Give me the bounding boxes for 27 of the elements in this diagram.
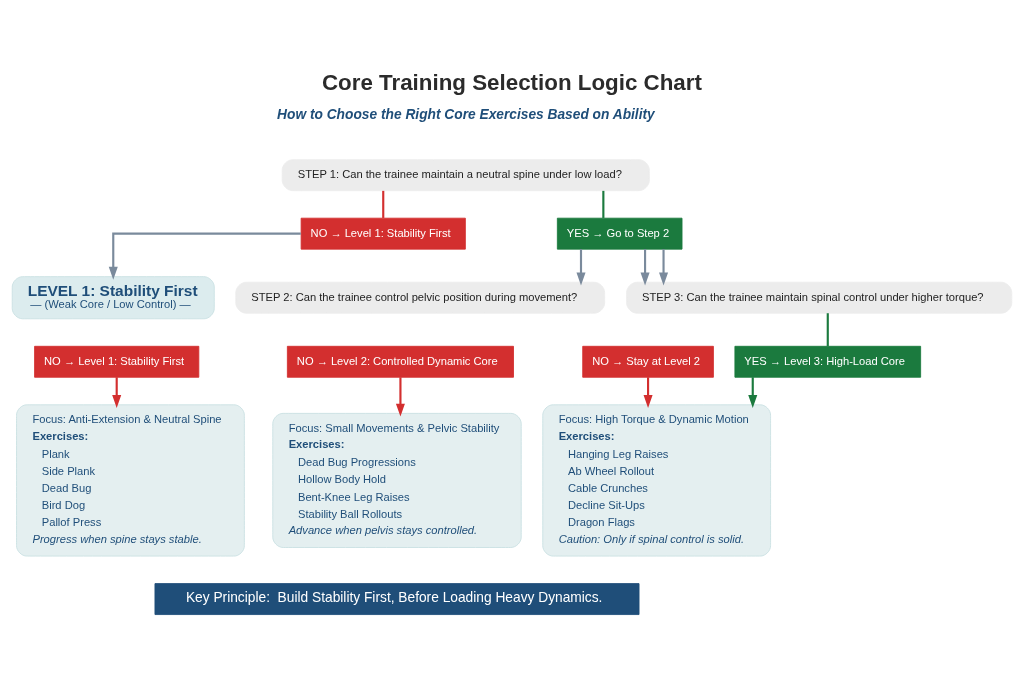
arrow (112, 376, 122, 408)
node-box: NO → Level 1: Stability First (34, 345, 200, 378)
connector (826, 312, 829, 346)
node-box: NO → Level 2: Controlled Dynamic Core (286, 345, 514, 378)
node-box: YES → Level 3: High-Load Core (734, 345, 922, 378)
arrow (395, 376, 405, 417)
node-box: NO → Stay at Level 2 (582, 345, 714, 378)
node-box: STEP 2: Can the trainee control pelvic position during movement? (235, 281, 606, 314)
node-box: Focus: High Torque & Dynamic Motion Exercises: Hanging Leg Raises Ab Wheel Rollout Cable Crunches Decline Sit-Ups Dragon Flags Caution: Only if spinal control is solid. (542, 403, 771, 556)
node-box: Focus: Anti-Extension & Neutral Spine Exercises: Plank Side Plank Dead Bug Bird Dog Pallof Press Progress when spine stays stable. (16, 403, 245, 556)
arrow (643, 376, 653, 408)
node-box: Focus: Small Movements & Pelvic Stability Exercises: Dead Bug Progressions Hollow Body Hold Bent-Knee Leg Raises Stability Ball Rollouts Advance when pelvis stays controlled. (272, 412, 522, 548)
arrow (108, 232, 301, 280)
node-box: NO → Level 1: Stability First (300, 217, 466, 250)
node-box: STEP 1: Can the trainee maintain a neutral spine under low load? (281, 158, 650, 191)
node-box: Key Principle: Build Stability First, Before Loading Heavy Dynamics. (154, 582, 640, 615)
arrow (640, 248, 650, 285)
arrow (576, 248, 586, 285)
diagram-title: Core Training Selection Logic Chart (321, 69, 702, 95)
node-box: STEP 3: Can the trainee maintain spinal control under higher torque? (626, 281, 1013, 314)
node-box: LEVEL 1: Stability First — (Weak Core / Low Control) — (11, 275, 215, 319)
label: How to Choose the Right Core Exercises Based on Ability (277, 106, 655, 122)
connector (602, 190, 605, 218)
arrow (659, 248, 669, 285)
connector (382, 190, 385, 218)
arrow (748, 376, 758, 408)
node-box: YES → Go to Step 2 (556, 217, 683, 250)
